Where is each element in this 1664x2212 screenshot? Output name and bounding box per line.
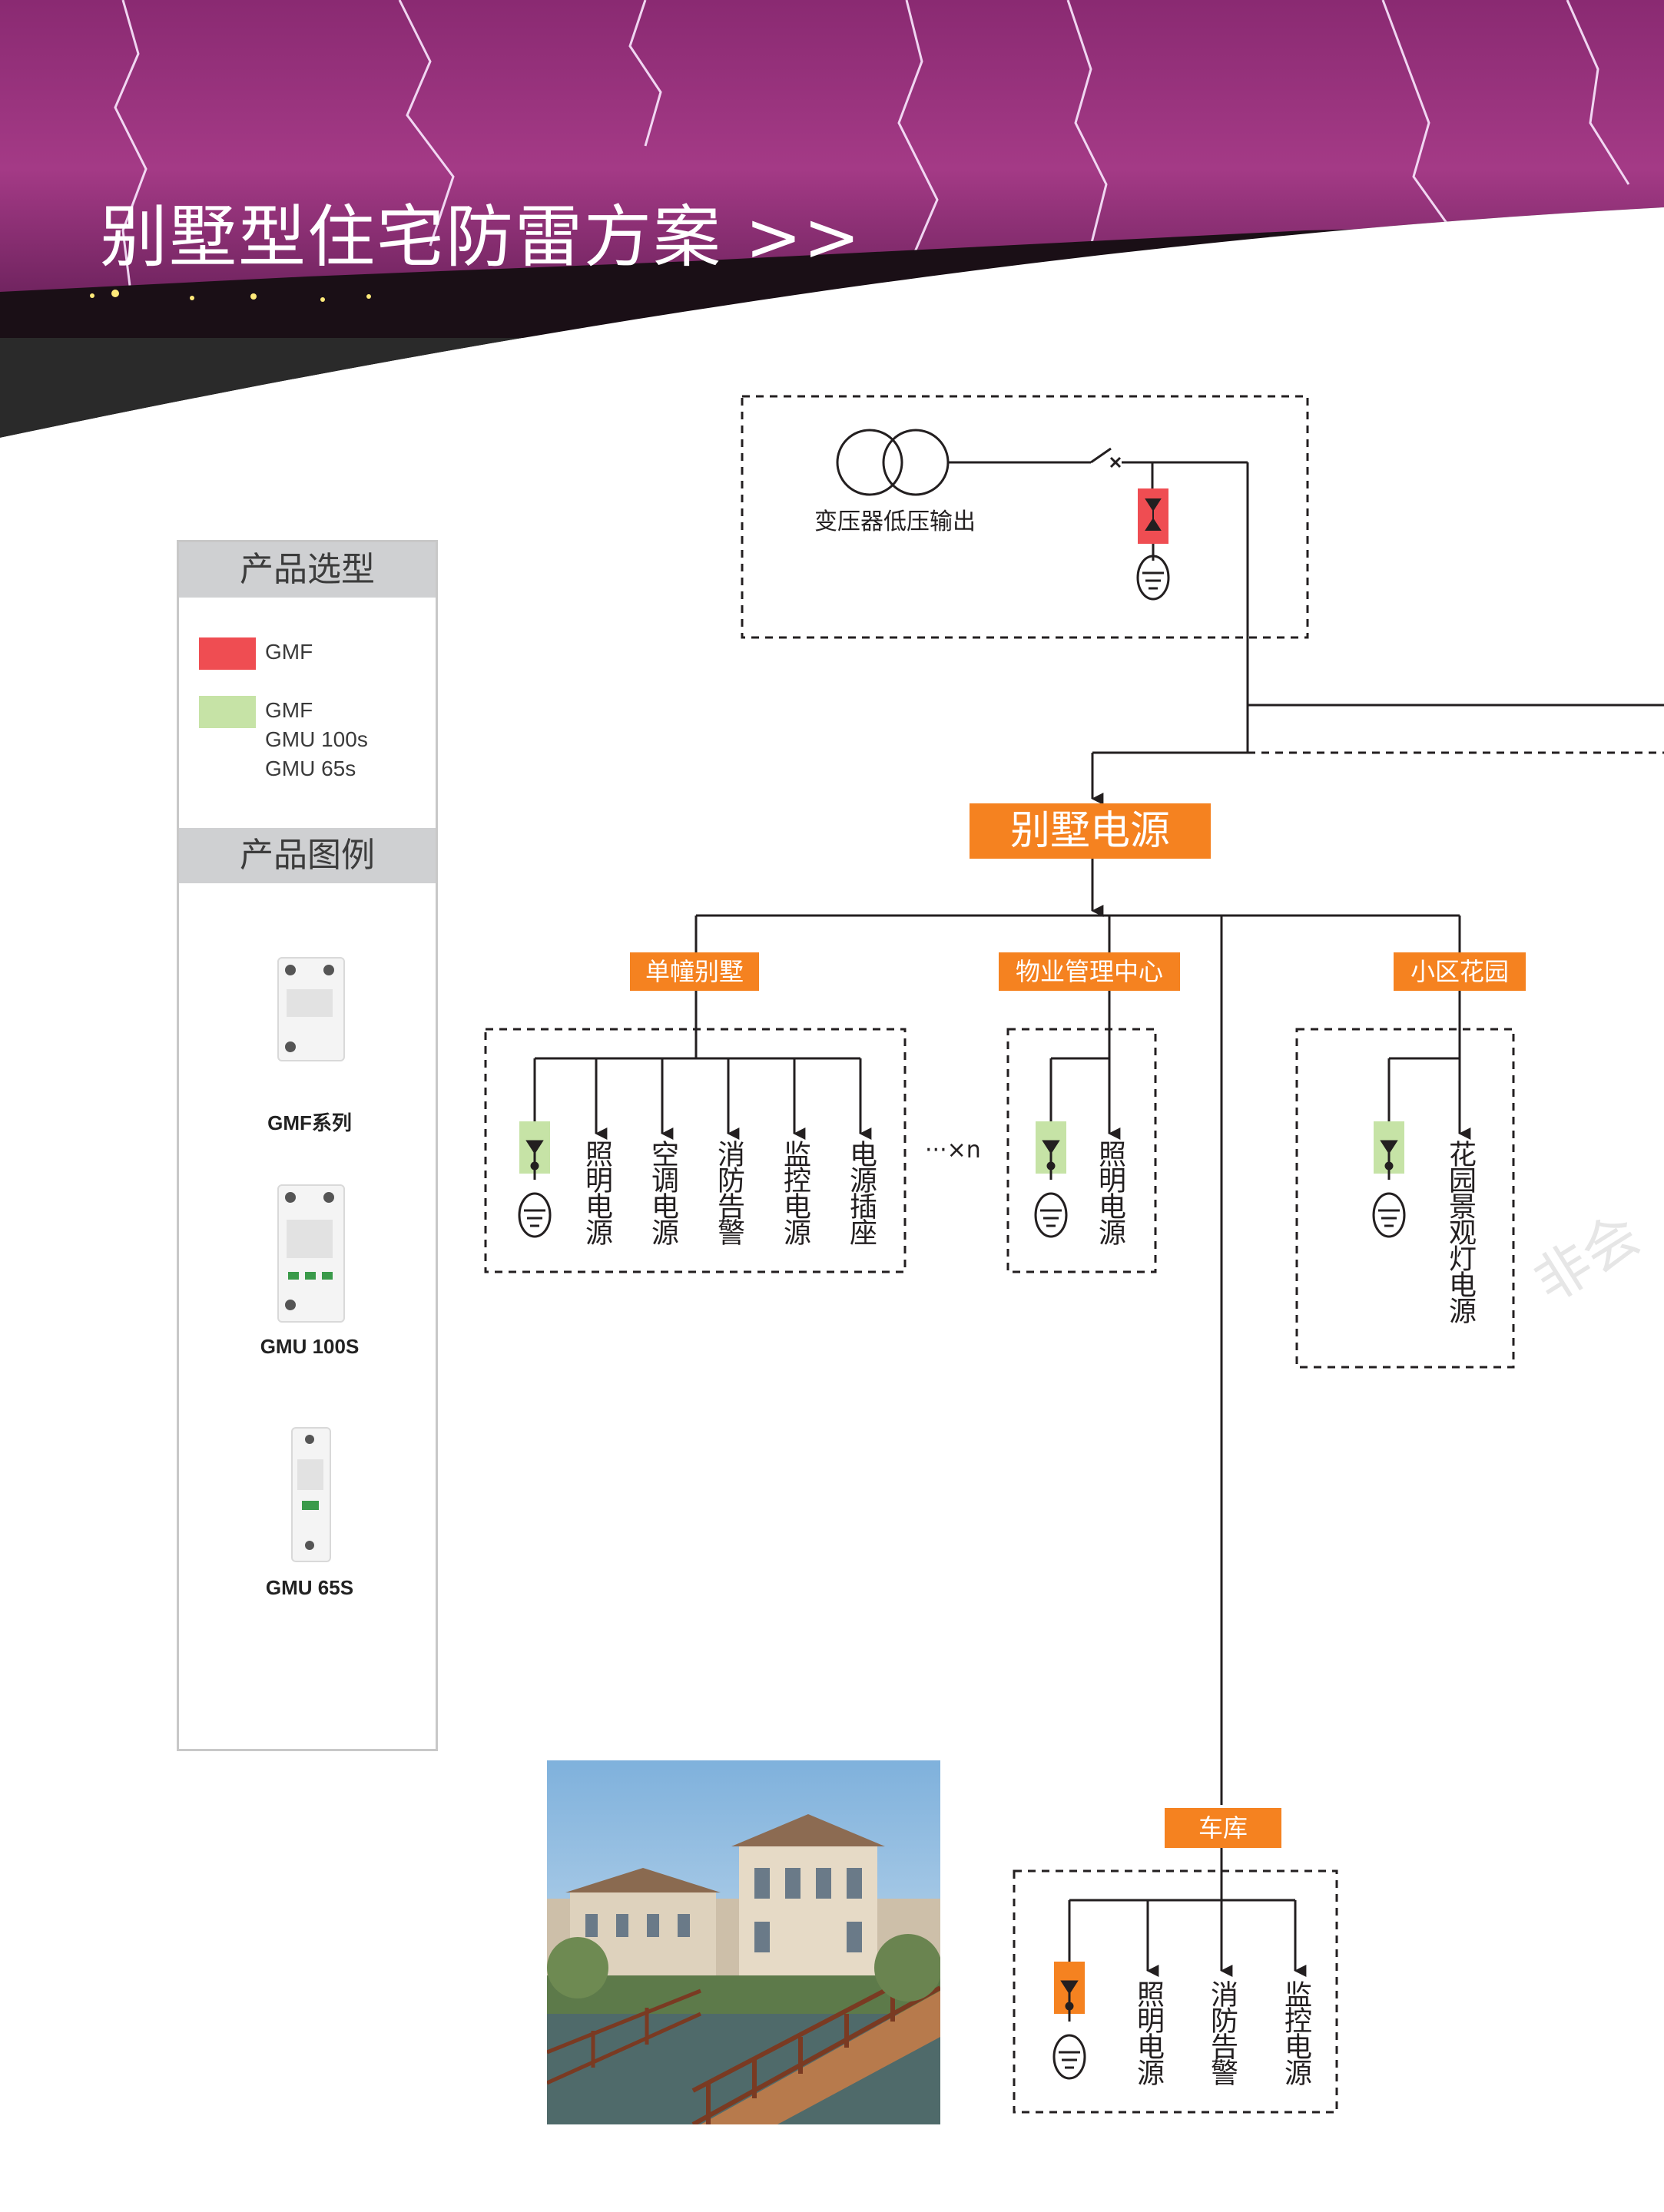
- output-socket: 电源插座: [845, 1140, 877, 1244]
- property-center-label: 物业管理中心: [999, 952, 1180, 991]
- lightning-banner: [0, 0, 1664, 461]
- villa-power-node: 别墅电源: [970, 803, 1211, 859]
- red-swatch: [199, 637, 256, 670]
- legend-item-label: GMF: [265, 640, 313, 664]
- output-fire-alarm: 消防告警: [1206, 1980, 1238, 2085]
- product-selection-title: 产品选型: [179, 542, 436, 598]
- legend-item-label: GMU 100s: [265, 727, 368, 751]
- garage-label: 车库: [1165, 1808, 1281, 1848]
- garden-label: 小区花园: [1394, 952, 1526, 991]
- gmf-device-label: GMF系列: [267, 1111, 352, 1134]
- transformer-icon: [836, 429, 950, 496]
- single-villa-label: 单幢别墅: [630, 952, 759, 991]
- gmf-device-image: [277, 957, 345, 1061]
- legend-item-label: GMF: [265, 698, 313, 722]
- property-center-box: [1006, 1028, 1157, 1273]
- page-title: 别墅型住宅防雷方案 >>: [100, 197, 862, 276]
- output-lighting: 照明电源: [581, 1140, 612, 1244]
- transformer-box: [741, 395, 1309, 639]
- output-aircon: 空调电源: [647, 1140, 678, 1244]
- output-monitoring: 监控电源: [779, 1140, 810, 1244]
- output-garden-lights: 花园景观灯电源: [1444, 1140, 1476, 1323]
- output-lighting: 照明电源: [1132, 1980, 1164, 2085]
- output-fire-alarm: 消防告警: [713, 1140, 744, 1244]
- transformer-label: 变压器低压输出: [814, 508, 976, 535]
- garden-box: [1295, 1028, 1515, 1369]
- villa-photo: [547, 1760, 940, 2124]
- gmu65s-device-image: [291, 1427, 331, 1562]
- legend-item-label: GMU 65s: [265, 757, 356, 780]
- gmu65s-device-label: GMU 65S: [265, 1576, 354, 1599]
- garage-box: [1013, 1869, 1338, 2114]
- switch-icon: [948, 447, 1248, 492]
- repeat-note: ···×n: [925, 1137, 981, 1164]
- gmu100s-device-label: GMU 100S: [260, 1335, 360, 1358]
- ground-icon: [1136, 544, 1170, 601]
- output-lighting: 照明电源: [1094, 1140, 1125, 1244]
- legend-panel: 产品选型 GMF GMF GMU 100s GMU 65s 产品图例 GMF系列…: [177, 540, 438, 1751]
- gmu100s-device-image: [277, 1184, 345, 1323]
- output-monitoring: 监控电源: [1280, 1980, 1311, 2085]
- green-swatch: [199, 696, 256, 728]
- product-examples-title: 产品图例: [179, 828, 436, 883]
